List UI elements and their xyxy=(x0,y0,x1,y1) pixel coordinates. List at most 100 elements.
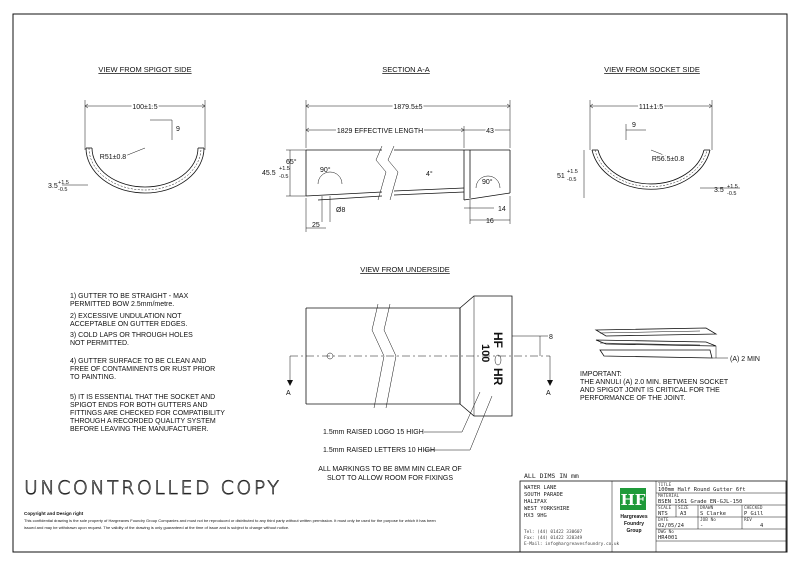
contact-email: E-Mail: info@hargreavesfoundry.co.uk xyxy=(524,541,620,547)
important-line-1: THE ANNULI (A) 2.0 MIN. BETWEEN SOCKET xyxy=(580,379,729,386)
sheet-border xyxy=(12,13,788,553)
socket-offset-dim: 9 xyxy=(632,122,636,129)
annuli-label: (A) 2 MIN xyxy=(730,356,760,363)
important-line-3: PERFORMANCE OF THE JOINT. xyxy=(580,395,685,402)
note-5-line-3: FITTINGS ARE CHECKED FOR COMPATIBILITY xyxy=(70,410,225,417)
address-line-1: WATER LANE xyxy=(524,485,556,491)
section-rim-b-dim: 16 xyxy=(486,218,494,225)
contact-fax: Fax: (44) 01422 320349 xyxy=(524,535,583,541)
slot-dim: 8 xyxy=(549,334,553,341)
title-block: ALL DIMS IN mm WATER LANE SOUTH PARADE H… xyxy=(519,472,787,553)
section-height-tol-dn: -0.5 xyxy=(279,174,288,180)
dwg-value: HR4001 xyxy=(658,535,677,541)
copyright-line-2: issued and may be withdrawn upon request… xyxy=(24,525,289,530)
section-marker-left: A xyxy=(286,390,291,397)
section-overall-dim: 1879.5±5 xyxy=(393,104,422,111)
letters-note: 1.5mm RAISED LETTERS 10 HIGH xyxy=(323,447,435,454)
note-3-line-2: NOT PERMITTED. xyxy=(70,340,129,347)
note-4-line-2: FREE OF CONTAMINENTS OR RUST PRIOR xyxy=(70,366,215,373)
marking-note-1: ALL MARKINGS TO BE 8MM MIN CLEAR OF xyxy=(318,466,461,473)
job-label: JOB No xyxy=(700,517,716,523)
company-logo xyxy=(620,488,646,510)
section-rim-a-dim: 14 xyxy=(498,206,506,213)
section-effective-dim: 1829 EFFECTIVE LENGTH xyxy=(337,128,423,135)
spigot-depth-tol-dn: -0.5 xyxy=(58,187,67,193)
socket-width-dim: 111±1.5 xyxy=(639,104,663,111)
spigot-depth-dim: 3.5 xyxy=(48,183,58,190)
checked-label: CHECKED xyxy=(744,505,763,511)
copyright-heading: Copyright and Design right xyxy=(24,511,84,516)
material-value: BSEN 1561 Grade EN-GJL-150 xyxy=(658,499,742,505)
spigot-depth-tol-up: +1.5 xyxy=(58,180,69,186)
socket-view-title: VIEW FROM SOCKET SIDE xyxy=(604,65,700,74)
contact-tel: Tel: (44) 01422 330607 xyxy=(524,529,583,535)
note-5-line-5: BEFORE LEAVING THE MANUFACTURER. xyxy=(70,426,209,433)
marking-size: 100 xyxy=(479,344,491,362)
socket-depth-dim: 3.5 xyxy=(714,187,724,194)
important-heading: IMPORTANT: xyxy=(580,371,622,378)
date-label: DATE xyxy=(658,517,669,523)
company-name-1: Hargreaves xyxy=(620,514,647,520)
socket-radius-dim: R56.5±0.8 xyxy=(652,156,684,163)
section-view-title: SECTION A-A xyxy=(382,65,430,74)
job-value: - xyxy=(700,523,703,529)
note-5-line-2: SPIGOT ENDS FOR BOTH GUTTERS AND xyxy=(70,402,208,409)
note-5-line-4: THROUGH A RECORDED QUALITY SYSTEM xyxy=(70,418,216,425)
section-angle-b: 90° xyxy=(320,166,331,174)
copyright-line-1: This confidential drawing is the sole pr… xyxy=(24,518,436,523)
section-hole-dim: Ø8 xyxy=(336,207,345,214)
marking-hf: HF xyxy=(491,332,505,348)
dwg-label: DWG No xyxy=(658,529,674,535)
note-1-line-1: 1) GUTTER TO BE STRAIGHT - MAX xyxy=(70,293,189,300)
address-line-3: HALIFAX xyxy=(524,499,547,505)
drawing-title: 100mm Half Round Gutter 6ft xyxy=(658,487,746,493)
size-label: SIZE xyxy=(678,505,689,511)
note-2-line-1: 2) EXCESSIVE UNDULATION NOT xyxy=(70,313,182,320)
section-socket-dim: 43 xyxy=(486,128,494,135)
section-hole-pos-dim: 25 xyxy=(312,222,320,229)
spigot-width-dim: 100±1.5 xyxy=(132,104,157,111)
note-1-line-2: PERMITTED BOW 2.5mm/metre. xyxy=(70,301,174,308)
address-line-4: WEST YORKSHIRE xyxy=(524,506,569,512)
socket-depth-tol-up: +1.5 xyxy=(727,184,738,190)
note-2-line-2: ACCEPTABLE ON GUTTER EDGES. xyxy=(70,321,187,328)
note-5-line-1: 5) IT IS ESSENTIAL THAT THE SOCKET AND xyxy=(70,394,215,401)
drawn-value: S Clarke xyxy=(700,511,726,517)
spigot-offset-dim: 9 xyxy=(176,126,180,133)
address-line-2: SOUTH PARADE xyxy=(524,492,563,498)
company-logo-mark: HF xyxy=(621,491,646,509)
uncontrolled-copy-stamp: UNCONTROLLED COPY xyxy=(24,477,282,499)
marking-note-2: SLOT TO ALLOW ROOM FOR FIXINGS xyxy=(327,475,453,482)
underside-view-title: VIEW FROM UNDERSIDE xyxy=(360,265,450,274)
logo-note: 1.5mm RAISED LOGO 15 HIGH xyxy=(323,429,424,436)
note-3-line-1: 3) COLD LAPS OR THROUGH HOLES xyxy=(70,332,193,339)
material-label: MATERIAL xyxy=(658,493,680,499)
note-4-line-1: 4) GUTTER SURFACE TO BE CLEAN AND xyxy=(70,358,206,365)
spigot-view-title: VIEW FROM SPIGOT SIDE xyxy=(98,65,191,74)
marking-hr: HR xyxy=(491,368,505,386)
size-value: A3 xyxy=(680,511,687,517)
spigot-radius-dim: R51±0.8 xyxy=(100,154,127,161)
section-height-dim: 45.5 xyxy=(262,170,276,177)
date-value: 02/05/24 xyxy=(658,523,684,529)
section-marker-right: A xyxy=(546,390,551,397)
important-line-2: AND SPIGOT JOINT IS CRITICAL FOR THE xyxy=(580,387,720,394)
company-name-3: Group xyxy=(627,528,642,534)
rev-label: REV xyxy=(744,517,752,523)
scale-value: NTS xyxy=(658,511,668,517)
all-dims-note: ALL DIMS IN mm xyxy=(524,472,579,480)
socket-height-tol-up: +1.5 xyxy=(567,169,578,175)
title-label: TITLE xyxy=(658,482,672,488)
rev-value: 4 xyxy=(760,523,763,529)
general-notes: 1) GUTTER TO BE STRAIGHT - MAXPERMITTED … xyxy=(70,293,225,433)
section-view: SECTION A-A 1879.5±5 1829 EFFECTIVE LENG… xyxy=(262,65,511,232)
spigot-view: VIEW FROM SPIGOT SIDE 100±1.5 9 R51±0.8 … xyxy=(48,65,206,194)
section-height-tol-up: +1.5 xyxy=(279,166,290,172)
section-angle-d: 4° xyxy=(426,170,433,178)
socket-depth-tol-dn: -0.5 xyxy=(727,191,736,197)
company-name-2: Foundry xyxy=(624,521,644,527)
note-4-line-3: TO PAINTING. xyxy=(70,374,116,381)
section-angle-a: 65° xyxy=(286,158,297,166)
section-angle-c: 90° xyxy=(482,178,493,186)
socket-height-tol-dn: -0.5 xyxy=(567,177,576,183)
